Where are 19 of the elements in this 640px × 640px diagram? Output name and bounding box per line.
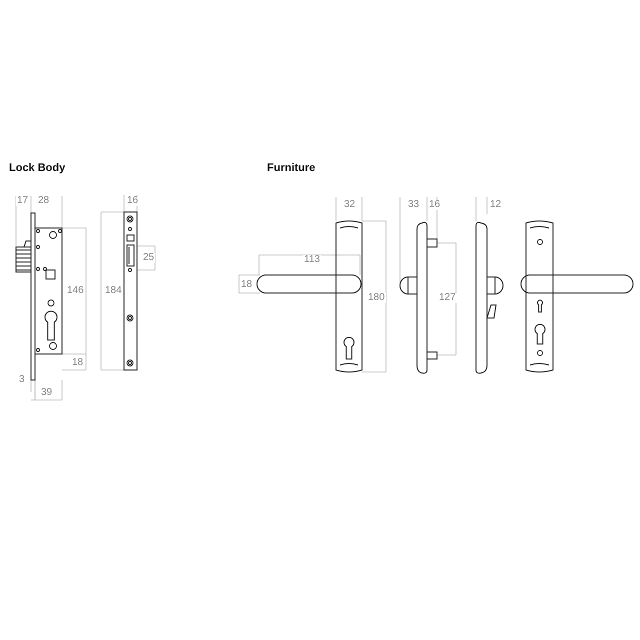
- dimension-label: 180: [367, 293, 386, 303]
- dimension-label: 33: [407, 200, 420, 210]
- dimension-label: 17: [16, 196, 30, 206]
- section-heading: Furniture: [267, 163, 316, 174]
- dimension-label: 184: [104, 286, 123, 296]
- dimension-label: 127: [438, 293, 457, 303]
- dimension-label: 25: [142, 253, 156, 263]
- dimension-label: 16: [428, 200, 442, 210]
- section-heading: Lock Body: [9, 163, 66, 174]
- dimension-label: 18: [71, 358, 84, 368]
- dimension-label: 28: [37, 196, 50, 206]
- dimension-label: 3: [18, 375, 26, 385]
- dimension-label: 146: [66, 286, 85, 296]
- dimension-label: 113: [303, 255, 321, 265]
- dimension-label: 16: [126, 196, 140, 206]
- dimension-label: 18: [240, 280, 254, 290]
- dimension-label: 12: [489, 200, 502, 210]
- dimension-label: 32: [343, 200, 356, 210]
- dimension-label: 39: [40, 388, 54, 398]
